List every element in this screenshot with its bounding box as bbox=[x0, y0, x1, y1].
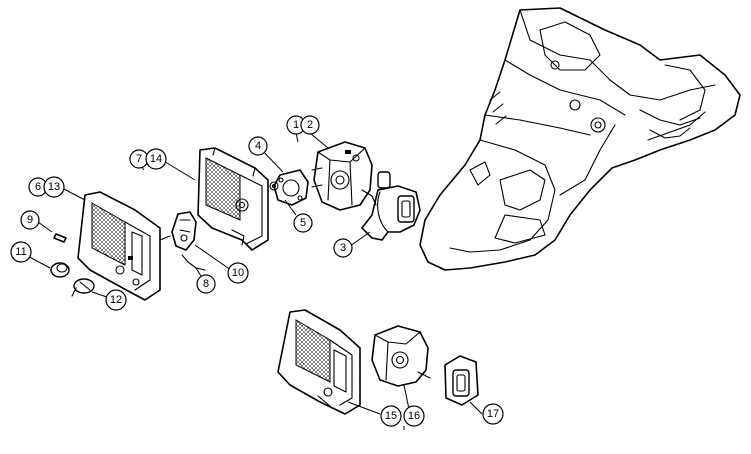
callout-11-label: 11 bbox=[15, 246, 26, 258]
manifold-flange bbox=[444, 355, 479, 406]
callout-7: 7 bbox=[129, 149, 149, 169]
callout-8-label: 8 bbox=[203, 278, 209, 290]
callout-13: 13 bbox=[43, 176, 65, 198]
callout-3: 3 bbox=[333, 238, 353, 258]
air-filter bbox=[77, 191, 161, 301]
carburetor-gasket bbox=[273, 169, 309, 206]
callout-10: 10 bbox=[227, 262, 249, 284]
knob bbox=[71, 278, 95, 297]
callout-16: 16 bbox=[403, 405, 425, 427]
callout-4: 4 bbox=[248, 136, 268, 156]
callout-8: 8 bbox=[196, 274, 216, 294]
callout-17: 17 bbox=[482, 403, 504, 425]
callout-7-label: 7 bbox=[136, 153, 142, 165]
intake-manifold bbox=[361, 171, 421, 241]
engine-housing bbox=[419, 7, 741, 271]
nut bbox=[50, 262, 70, 278]
callout-11: 11 bbox=[10, 241, 32, 263]
callout-6: 6 bbox=[28, 177, 48, 197]
callout-5-label: 5 bbox=[300, 217, 306, 229]
callout-5: 5 bbox=[293, 213, 313, 233]
callout-13-label: 13 bbox=[48, 181, 60, 193]
air-filter-baseplate bbox=[197, 147, 269, 251]
callout-2-label: 2 bbox=[307, 119, 313, 131]
choke-link bbox=[159, 235, 206, 271]
callout-9: 9 bbox=[20, 210, 40, 230]
fastener-pin bbox=[53, 233, 67, 243]
washer bbox=[269, 181, 279, 191]
callout-3-label: 3 bbox=[340, 242, 346, 254]
callout-9-label: 9 bbox=[27, 214, 33, 226]
callout-10-label: 10 bbox=[232, 267, 244, 279]
callout-15-label: 15 bbox=[385, 410, 397, 422]
callout-12-label: 12 bbox=[110, 294, 122, 306]
callout-12: 12 bbox=[105, 289, 127, 311]
callout-15: 15 bbox=[380, 405, 402, 427]
carburetor-assembly bbox=[371, 325, 431, 387]
callout-16-label: 16 bbox=[408, 410, 420, 422]
callout-14-label: 14 bbox=[150, 153, 162, 165]
callout-4-label: 4 bbox=[255, 140, 261, 152]
callout-17-label: 17 bbox=[487, 408, 499, 420]
callout-1-label: 1 bbox=[293, 119, 299, 131]
callout-14: 14 bbox=[145, 148, 167, 170]
carburetor bbox=[311, 141, 377, 211]
choke-shaft bbox=[171, 211, 197, 251]
callout-2: 2 bbox=[300, 115, 320, 135]
air-filter-assembly bbox=[277, 309, 361, 415]
callout-6-label: 6 bbox=[35, 181, 41, 193]
